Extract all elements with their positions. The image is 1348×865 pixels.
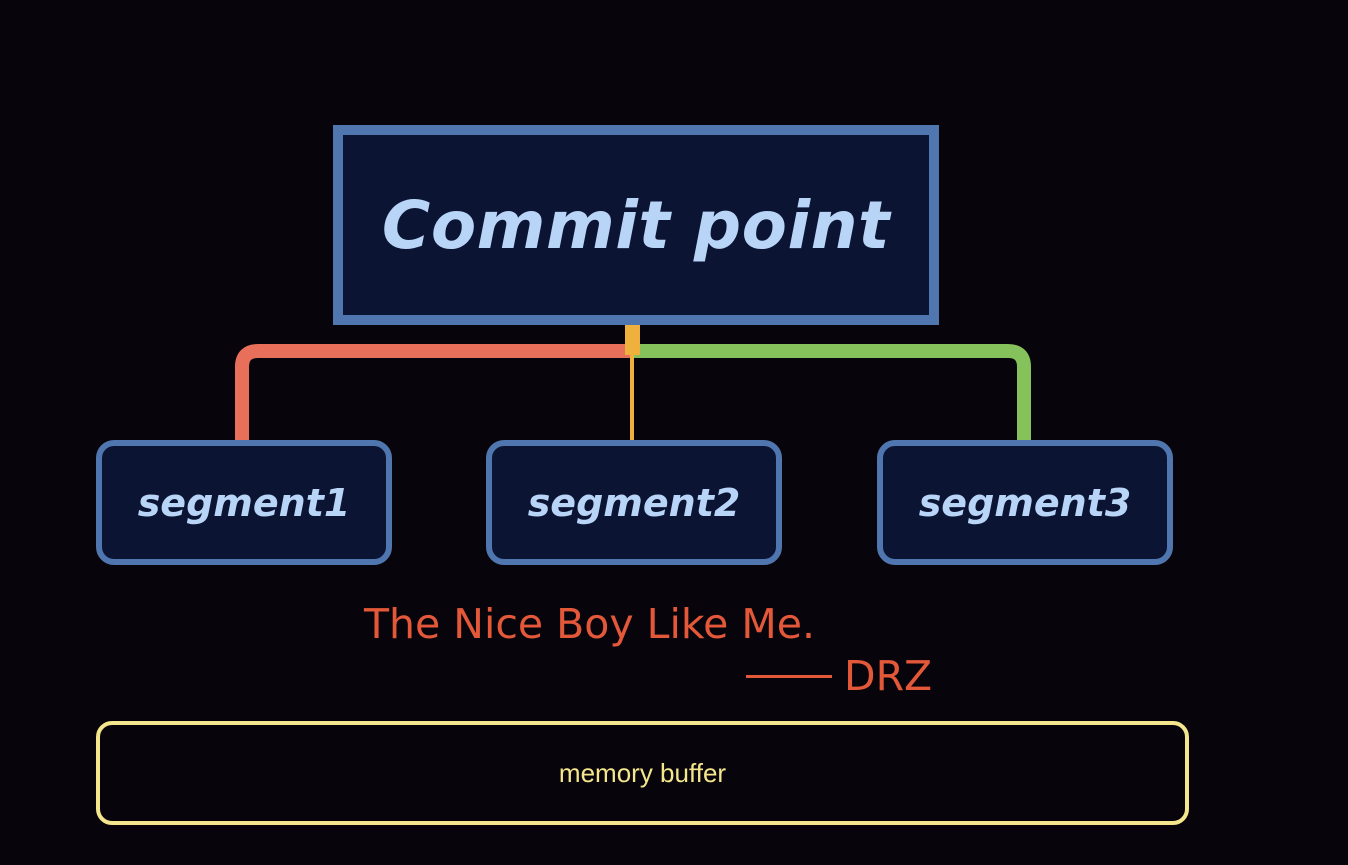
memory-buffer-box: memory buffer bbox=[96, 721, 1189, 825]
segment2-box: segment2 bbox=[486, 440, 782, 565]
commit-point-box: Commit point bbox=[333, 125, 939, 325]
connector-segment1 bbox=[235, 344, 632, 442]
segment3-box: segment3 bbox=[877, 440, 1173, 565]
segment1-box: segment1 bbox=[96, 440, 392, 565]
quote-text: The Nice Boy Like Me. bbox=[364, 600, 816, 648]
attribution-dash bbox=[746, 674, 832, 678]
connector-segment2-stub bbox=[625, 325, 640, 355]
quote-attribution: DRZ bbox=[746, 652, 932, 700]
memory-buffer-label: memory buffer bbox=[558, 757, 727, 788]
quote-author: DRZ bbox=[844, 652, 933, 700]
segment1-label: segment1 bbox=[137, 480, 351, 525]
segment2-label: segment2 bbox=[527, 480, 741, 525]
connector-segment3 bbox=[632, 344, 1031, 442]
commit-point-label: Commit point bbox=[381, 186, 891, 264]
segment3-label: segment3 bbox=[918, 480, 1132, 525]
